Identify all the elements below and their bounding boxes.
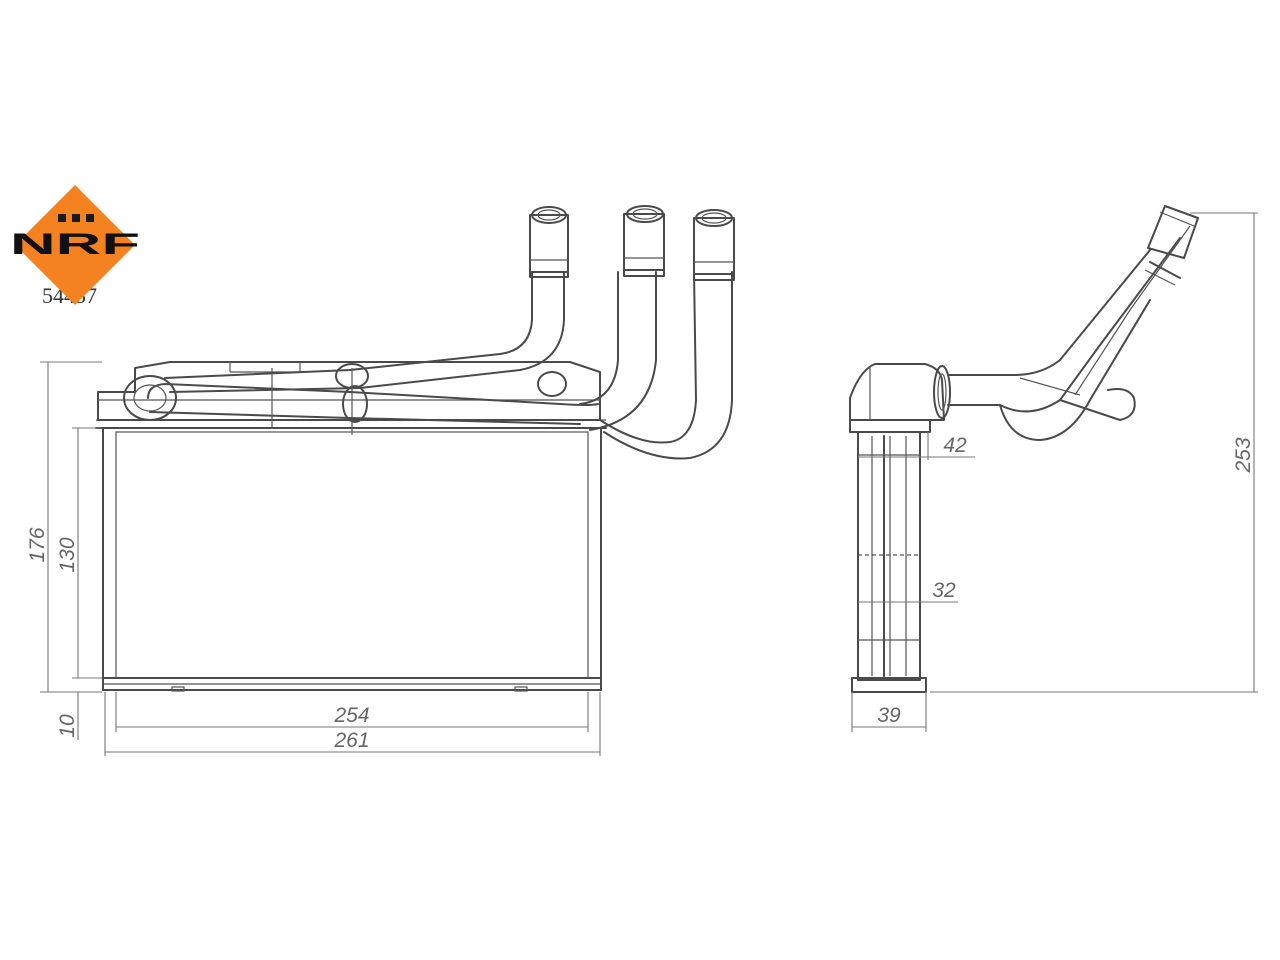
dim-height-core: 130 — [56, 537, 79, 572]
core-outer — [102, 427, 602, 691]
side-top-tank — [849, 363, 945, 421]
logo-dot — [72, 214, 80, 222]
side-view — [849, 205, 1199, 693]
side-pipe-lower — [999, 299, 1151, 441]
pipe-to-nozzle-2 — [579, 271, 619, 405]
front-view — [95, 205, 735, 692]
front-dimensions: 176 130 10 254 261 — [26, 361, 601, 756]
nrf-logo: NRF — [10, 185, 140, 305]
logo-diamond — [15, 185, 135, 305]
side-core — [857, 431, 921, 681]
dim-side-bottom-depth: 39 — [877, 704, 901, 727]
nozzle-3 — [693, 209, 735, 281]
dim-width-total: 261 — [333, 729, 369, 752]
dim-side-total-height: 253 — [1232, 437, 1255, 473]
pipe-lower — [147, 383, 599, 406]
side-nozzles — [1144, 205, 1199, 286]
dim-side-top-depth: 42 — [943, 434, 967, 457]
pipe-to-nozzle-1 — [164, 271, 533, 379]
top-tank — [97, 361, 601, 421]
side-bottom-tank — [851, 677, 927, 693]
nozzle-1 — [529, 206, 569, 278]
logo-text: NRF — [10, 228, 140, 261]
dim-width-core: 254 — [333, 704, 369, 727]
pipe-elbow-left — [123, 375, 177, 421]
nozzle-2 — [623, 205, 665, 277]
side-pipe-upper — [947, 249, 1151, 377]
logo-dot — [58, 214, 66, 222]
logo-dot — [86, 214, 94, 222]
dim-bottom-offset: 10 — [56, 714, 79, 738]
pipe-to-nozzle-3 — [599, 271, 697, 444]
side-dimensions: 42 32 39 253 — [851, 212, 1258, 732]
dim-height-total: 176 — [26, 527, 49, 562]
core-inner — [115, 431, 589, 679]
dim-side-core-depth: 32 — [932, 579, 956, 602]
